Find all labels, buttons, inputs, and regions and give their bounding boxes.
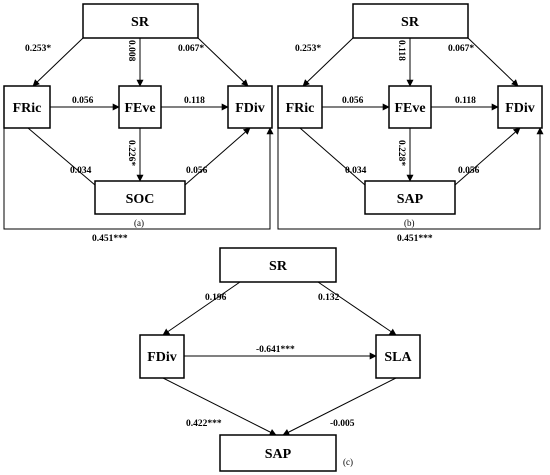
node-fdiv-box bbox=[139, 334, 185, 379]
coef-fric-feve: 0.056 bbox=[342, 96, 364, 106]
edge-sr-fdiv bbox=[162, 281, 241, 336]
node-outcome-box bbox=[94, 180, 186, 215]
node-outcome-label: SOC bbox=[126, 192, 155, 207]
coef-feve-fdiv: 0.118 bbox=[184, 96, 205, 106]
node-feve-box bbox=[118, 85, 162, 129]
edge-sla-sap bbox=[282, 377, 397, 436]
node-fric-box bbox=[3, 85, 51, 129]
panel-b: SR FRic FEve FDiv SAP 0.253* 0.118 0.067… bbox=[277, 3, 544, 244]
node-feve-label: FEve bbox=[394, 101, 425, 116]
coef-feve-outcome: 0.228* bbox=[396, 140, 406, 166]
edge-sr-fric bbox=[32, 37, 84, 87]
panel-a: SR FRic FEve FDiv SOC 0.253* 0.008 0.067… bbox=[3, 3, 274, 244]
panel-caption: (c) bbox=[343, 457, 353, 467]
coef-sr-fdiv: 0.067* bbox=[448, 44, 474, 54]
panel-c: SR FDiv SLA SAP 0.196 0.132 -0.641*** 0.… bbox=[139, 247, 421, 472]
coef-sr-fric: 0.253* bbox=[295, 44, 321, 54]
coef-fric-fdiv: 0.451*** bbox=[397, 234, 433, 244]
node-sr-label: SR bbox=[269, 259, 288, 274]
coef-sr-fdiv: 0.067* bbox=[178, 44, 204, 54]
coef-sla-sap: -0.005 bbox=[330, 419, 355, 429]
edge-sr-fdiv bbox=[197, 37, 249, 87]
coef-fdiv-outcome: 0.056 bbox=[458, 166, 480, 176]
coef-sr-feve: 0.008 bbox=[126, 40, 136, 62]
node-fric-label: FRic bbox=[13, 101, 42, 116]
coef-fric-outcome: 0.034 bbox=[70, 166, 92, 176]
node-sla-label: SLA bbox=[384, 350, 412, 365]
coef-fric-feve: 0.056 bbox=[72, 96, 94, 106]
coef-sr-fdiv: 0.196 bbox=[205, 293, 227, 303]
coef-fric-fdiv: 0.451*** bbox=[92, 234, 128, 244]
node-fdiv-box bbox=[227, 85, 273, 129]
node-sr-label: SR bbox=[131, 15, 150, 30]
edge-fric-fdiv bbox=[277, 127, 544, 230]
node-feve-box bbox=[388, 85, 432, 129]
node-feve-label: FEve bbox=[124, 101, 155, 116]
node-outcome-box bbox=[364, 180, 456, 215]
coef-fdiv-sap: 0.422*** bbox=[186, 419, 222, 429]
edge-sr-sla bbox=[317, 281, 397, 336]
edge-sr-fdiv bbox=[467, 37, 519, 87]
node-fdiv-label: FDiv bbox=[505, 101, 535, 116]
edge-fric-outcome bbox=[299, 127, 366, 186]
coef-sr-feve: 0.118 bbox=[396, 40, 406, 61]
edge-fdiv-sap bbox=[162, 377, 277, 436]
node-outcome-label: SAP bbox=[397, 192, 424, 207]
node-fric-label: FRic bbox=[286, 101, 315, 116]
node-sr-box bbox=[82, 3, 199, 39]
node-sap-box bbox=[219, 434, 337, 472]
panel-caption: (b) bbox=[404, 218, 415, 228]
coef-feve-fdiv: 0.118 bbox=[455, 96, 476, 106]
node-fric-box bbox=[277, 85, 323, 129]
node-sap-label: SAP bbox=[265, 447, 292, 462]
coef-feve-outcome: 0.226* bbox=[126, 140, 136, 166]
node-fdiv-box bbox=[497, 85, 543, 129]
coef-fdiv-sla: -0.641*** bbox=[256, 345, 295, 355]
node-sla-box bbox=[375, 334, 421, 379]
edge-sr-fric bbox=[302, 37, 354, 87]
node-fdiv-label: FDiv bbox=[235, 101, 265, 116]
node-fdiv-label: FDiv bbox=[147, 350, 177, 365]
edge-fric-fdiv bbox=[3, 127, 274, 230]
edge-fric-outcome bbox=[27, 127, 96, 186]
coef-sr-fric: 0.253* bbox=[25, 44, 51, 54]
coef-sr-sla: 0.132 bbox=[318, 293, 340, 303]
node-sr-label: SR bbox=[401, 15, 420, 30]
edge-outcome-fdiv bbox=[454, 127, 521, 186]
edge-outcome-fdiv bbox=[184, 127, 251, 186]
node-sr-box bbox=[352, 3, 469, 39]
node-sr-box bbox=[219, 247, 337, 283]
panel-caption: (a) bbox=[134, 218, 144, 228]
coef-fdiv-outcome: 0.056 bbox=[186, 166, 208, 176]
coef-fric-outcome: 0.034 bbox=[345, 166, 367, 176]
